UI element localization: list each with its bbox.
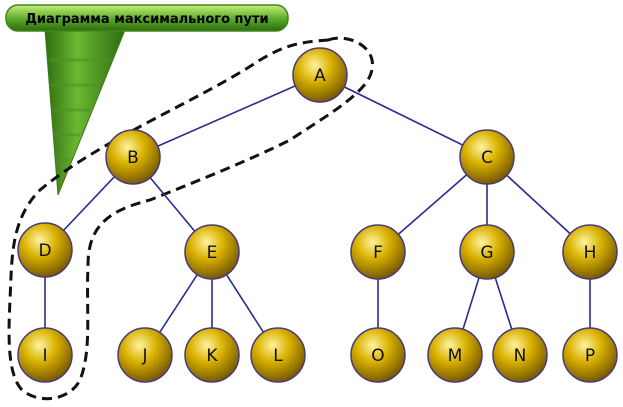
node-label: C — [481, 148, 493, 168]
node-label: H — [584, 243, 597, 263]
node-d: D — [17, 222, 73, 278]
node-label: D — [38, 241, 51, 261]
node-circle — [459, 224, 515, 280]
callout-box — [5, 4, 289, 32]
node-label: G — [480, 243, 493, 263]
edges-group — [44, 74, 591, 356]
nodes-group: A B C D E F G H I J K L O M N P — [17, 47, 618, 383]
node-m: M — [427, 327, 483, 383]
node-label: B — [127, 148, 139, 168]
node-label: I — [42, 346, 47, 366]
node-label: O — [371, 346, 384, 366]
node-label: M — [448, 346, 463, 366]
node-circle — [105, 129, 161, 185]
node-e: E — [184, 224, 240, 280]
node-h: H — [562, 224, 618, 280]
node-label: P — [585, 346, 595, 366]
node-circle — [17, 222, 73, 278]
node-circle — [17, 327, 73, 383]
node-circle — [492, 327, 548, 383]
node-p: P — [562, 327, 618, 383]
node-circle — [350, 224, 406, 280]
callout-title: Диаграмма максимального пути — [25, 12, 268, 27]
node-circle — [184, 224, 240, 280]
node-label: J — [141, 346, 147, 366]
node-i: I — [17, 327, 73, 383]
node-label: E — [207, 243, 218, 263]
node-a: A — [292, 47, 348, 103]
node-label: F — [373, 243, 383, 263]
node-o: O — [350, 327, 406, 383]
edge-a-c — [319, 74, 488, 158]
node-circle — [427, 327, 483, 383]
callout-tail-bands — [49, 58, 112, 162]
node-label: A — [314, 66, 326, 86]
node-label: N — [514, 346, 527, 366]
node-l: L — [250, 327, 306, 383]
edge-a-b — [132, 74, 321, 158]
node-circle — [459, 129, 515, 185]
node-circle — [562, 327, 618, 383]
node-circle — [350, 327, 406, 383]
node-g: G — [459, 224, 515, 280]
node-f: F — [350, 224, 406, 280]
node-j: J — [117, 327, 173, 383]
node-label: L — [273, 346, 283, 366]
node-n: N — [492, 327, 548, 383]
node-circle — [292, 47, 348, 103]
node-circle — [562, 224, 618, 280]
node-b: B — [105, 129, 161, 185]
node-k: K — [184, 327, 240, 383]
node-label: K — [206, 346, 218, 366]
node-circle — [117, 327, 173, 383]
node-circle — [250, 327, 306, 383]
node-c: C — [459, 129, 515, 185]
node-circle — [184, 327, 240, 383]
